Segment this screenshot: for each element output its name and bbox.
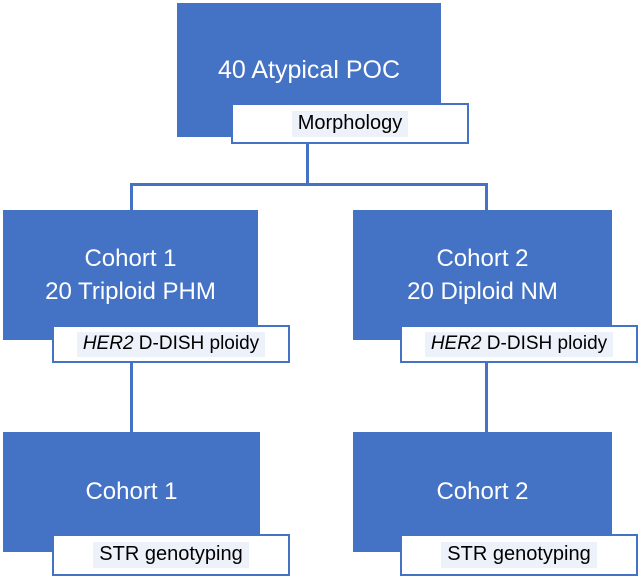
label-str-left: STR genotyping (52, 534, 290, 576)
label-str-left-text: STR genotyping (93, 542, 249, 568)
label-str-right: STR genotyping (400, 534, 638, 576)
node-cohort-1-ploidy-line-1: Cohort 1 (84, 244, 177, 272)
connector-top-stem (306, 144, 309, 185)
connector-split-left-drop (130, 183, 133, 211)
label-str-right-text: STR genotyping (441, 542, 597, 568)
label-her2-ploidy-left-gene: HER2 (82, 332, 134, 354)
connector-left-down (130, 363, 133, 433)
label-her2-ploidy-left-rest: D-DISH ploidy (133, 332, 260, 354)
node-cohort-2-ploidy-line-1: Cohort 2 (436, 244, 529, 272)
node-cohort-2-final-line-1: Cohort 2 (436, 478, 529, 506)
label-morphology: Morphology (231, 103, 469, 144)
label-morphology-text: Morphology (291, 110, 409, 137)
label-her2-ploidy-right: HER2 D-DISH ploidy (400, 325, 638, 363)
node-cohort-1-final: Cohort 1 (3, 432, 260, 552)
label-her2-ploidy-left-text: HER2 D-DISH ploidy (76, 331, 266, 357)
node-cohort-1-final-line-1: Cohort 1 (85, 478, 178, 506)
label-her2-ploidy-right-text: HER2 D-DISH ploidy (424, 331, 614, 357)
node-cohort-2-ploidy: Cohort 2 20 Diploid NM (353, 210, 612, 340)
node-cohort-2-final: Cohort 2 (353, 432, 612, 552)
node-atypical-poc-line-1: 40 Atypical POC (217, 55, 401, 84)
connector-split-horizontal (130, 183, 488, 186)
connector-split-right-drop (485, 183, 488, 211)
node-cohort-1-ploidy: Cohort 1 20 Triploid PHM (3, 210, 258, 340)
label-her2-ploidy-left: HER2 D-DISH ploidy (52, 325, 290, 363)
node-cohort-2-ploidy-line-2: 20 Diploid NM (407, 278, 558, 305)
node-cohort-1-ploidy-line-2: 20 Triploid PHM (45, 278, 216, 305)
connector-right-down (485, 363, 488, 433)
label-her2-ploidy-right-rest: D-DISH ploidy (481, 332, 608, 354)
label-her2-ploidy-right-gene: HER2 (430, 332, 482, 354)
